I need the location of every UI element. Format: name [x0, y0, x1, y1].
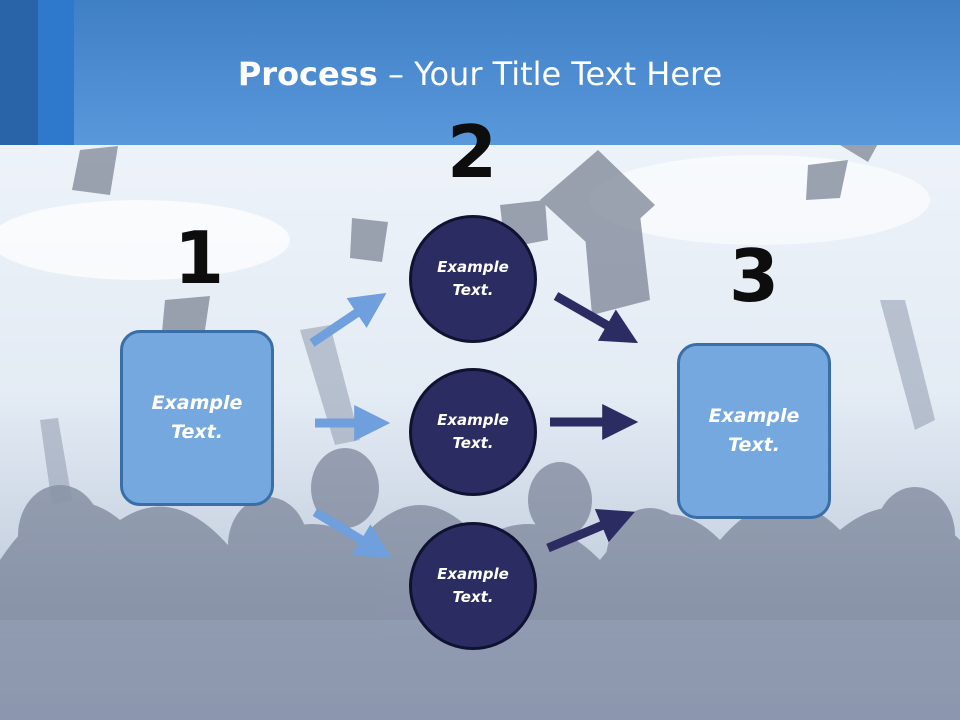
step-2-circle-top: Example Text.: [409, 215, 537, 343]
arrow-1-to-2a: [309, 292, 387, 347]
step-number-3: 3: [728, 234, 780, 318]
header-stripe: [0, 0, 38, 145]
step-1-label: Example Text.: [151, 392, 243, 443]
slide-title-strong: Process: [237, 55, 378, 93]
step-1-box: Example Text.: [120, 330, 274, 506]
slide-title: Process – Your Title Text Here: [0, 52, 960, 96]
step-2-label-middle: Example Text.: [437, 411, 509, 452]
arrow-2a-to-3: [553, 292, 639, 344]
slide-title-rest: – Your Title Text Here: [377, 55, 723, 93]
step-2-label-top: Example Text.: [437, 258, 509, 299]
arrow-2c-to-3: [546, 509, 635, 553]
header-band: [0, 0, 960, 145]
step-2-circle-middle: Example Text.: [409, 368, 537, 496]
step-number-1: 1: [173, 216, 225, 300]
step-2-circle-bottom: Example Text.: [409, 522, 537, 650]
step-number-2: 2: [446, 110, 498, 194]
header-stripe: [38, 0, 74, 145]
step-3-box: Example Text.: [677, 343, 831, 519]
step-2-label-bottom: Example Text.: [437, 565, 509, 606]
step-3-label: Example Text.: [708, 405, 800, 456]
arrow-1-to-2c: [312, 508, 392, 559]
